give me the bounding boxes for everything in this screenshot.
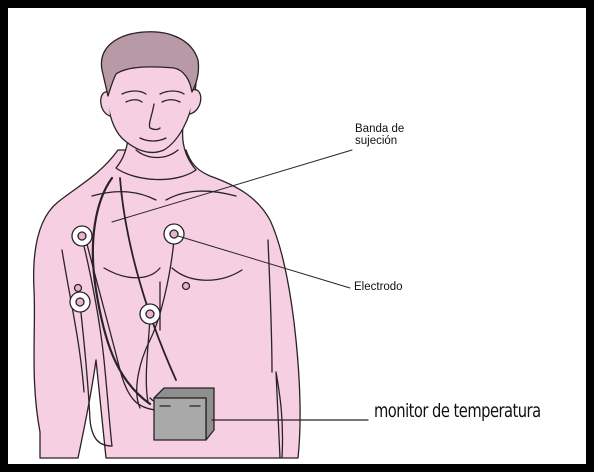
electrode-4 bbox=[140, 304, 160, 324]
strap-label: Banda de sujeción bbox=[355, 123, 404, 147]
nipple-left bbox=[75, 285, 82, 292]
electrode-label: Electrodo bbox=[354, 281, 403, 293]
monitor-label: monitor de temperatura bbox=[374, 402, 541, 422]
electrode-3 bbox=[70, 292, 90, 312]
temperature-monitor-box bbox=[154, 388, 214, 440]
strap-label-line-2: sujeción bbox=[355, 135, 404, 147]
strap-label-line-1: Banda de bbox=[355, 123, 404, 135]
nipple-right bbox=[183, 283, 190, 290]
electrode-2 bbox=[164, 224, 184, 244]
electrode-1 bbox=[72, 226, 92, 246]
